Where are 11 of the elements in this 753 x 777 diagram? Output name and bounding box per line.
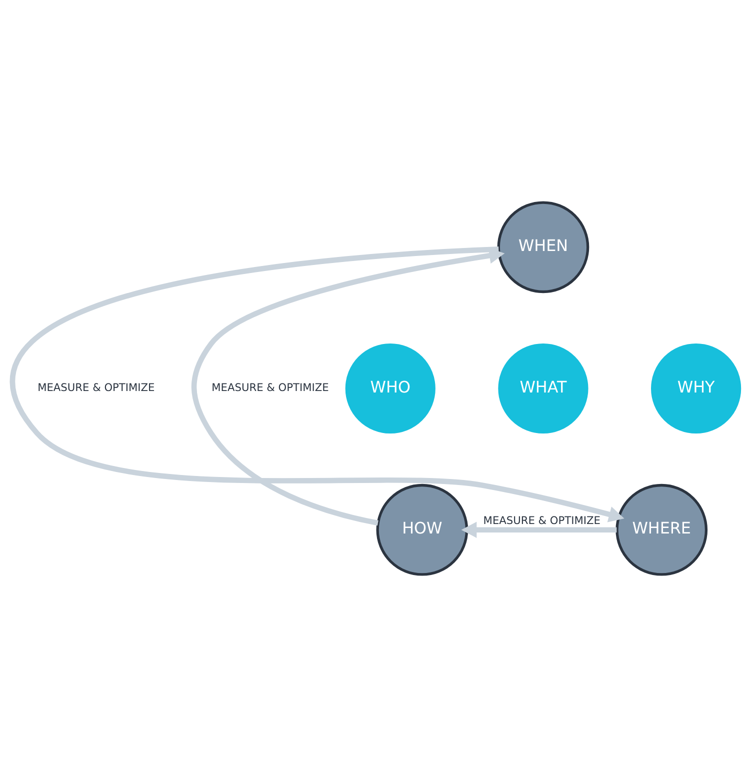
node-circle: WHEN	[497, 201, 590, 294]
node-circle: HOW	[376, 484, 468, 576]
arrow	[461, 522, 617, 538]
edge-label: MEASURE & OPTIMIZE	[483, 515, 600, 528]
arrow	[12, 246, 624, 522]
node-circle: WHAT	[498, 343, 588, 434]
edge-label: MEASURE & OPTIMIZE	[38, 382, 155, 394]
edge-label: MEASURE & OPTIMIZE	[212, 382, 329, 394]
node-circle: WHY	[651, 343, 742, 434]
node-circle: WHERE	[616, 484, 708, 576]
node-circle: WHO	[345, 343, 436, 434]
